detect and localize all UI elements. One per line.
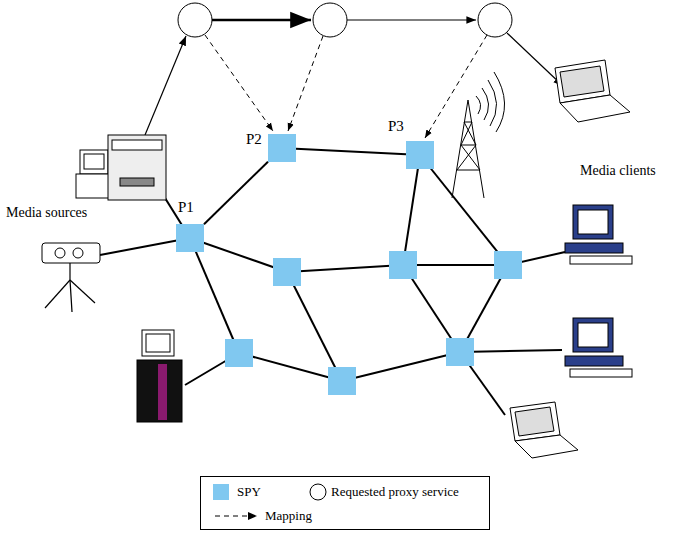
drawing-part [73, 248, 83, 258]
drawing-part [120, 178, 154, 186]
drawing-part [137, 360, 182, 422]
legend-box: SPY Requested proxy serviceMapping [200, 476, 490, 530]
drawing-part [510, 402, 560, 441]
drawing-part [80, 150, 108, 174]
drawing-part [468, 100, 484, 198]
drawing-part [69, 263, 70, 280]
drawing-part [112, 140, 162, 150]
network-link [204, 162, 268, 225]
drawing-part [76, 174, 112, 198]
drawing-part [452, 100, 468, 198]
drawing-part [178, 3, 212, 37]
drawing-part [248, 512, 257, 520]
spy-node: P3 [406, 141, 434, 169]
drawing-part [45, 280, 70, 308]
drawing-part [342, 352, 460, 381]
drawing-part [507, 33, 563, 86]
drawing-part [460, 350, 562, 352]
drawing-part [70, 280, 95, 303]
drawing-part [239, 353, 342, 381]
drawing-part [560, 66, 604, 97]
drawing-part [158, 364, 167, 420]
drawing-part [425, 35, 487, 138]
drawing-part [565, 243, 623, 253]
drawing-part [328, 367, 356, 395]
drawing-part [478, 3, 512, 37]
drawing-part [578, 210, 608, 234]
drawing-part [515, 407, 554, 436]
node-label: P1 [178, 200, 194, 215]
drawing-part [446, 338, 474, 366]
spy-node: P1 [176, 224, 204, 252]
drawing-part [494, 72, 505, 132]
drawing-part [570, 369, 632, 377]
drawing-part [287, 272, 342, 381]
drawing-part [190, 238, 239, 353]
drawing-part [190, 238, 287, 272]
drawing-part [273, 258, 301, 286]
drawing-part [287, 265, 403, 272]
drawing-part [347, 19, 476, 20]
drawing-part [145, 36, 186, 135]
drawing-part [565, 356, 623, 366]
drawing-part [573, 205, 613, 239]
drawing-part [225, 339, 253, 367]
network-link [296, 149, 406, 155]
drawing-part [573, 318, 613, 352]
drawing-part [570, 256, 632, 264]
drawing-part [464, 122, 472, 123]
drawing-part [84, 154, 104, 169]
drawing-part [310, 484, 326, 500]
drawing-part [212, 19, 311, 22]
drawing-part [461, 145, 476, 146]
node-label: P2 [246, 132, 262, 147]
drawing-part [45, 263, 95, 312]
spy-node: P2 [268, 134, 296, 162]
drawing-part [482, 88, 489, 120]
drawing-part [42, 243, 100, 263]
drawing-part [313, 3, 347, 37]
drawing-part [560, 95, 630, 122]
drawing-part [108, 135, 166, 200]
legend-text: Mapping [265, 508, 312, 524]
text-label: Media sources [6, 205, 87, 221]
drawing-part [578, 323, 608, 347]
legend-dashed-arrow [213, 508, 259, 524]
drawing-part [515, 435, 578, 458]
drawing-part [476, 96, 481, 114]
drawing-part [205, 35, 273, 131]
drawing-part [494, 251, 522, 279]
legend-swatch [213, 484, 229, 500]
drawing-part [55, 248, 65, 258]
drawing-part [452, 72, 505, 198]
drawing-part [420, 155, 508, 265]
drawing-part [488, 80, 497, 126]
drawing-part [146, 334, 170, 352]
text-label: Media clients [580, 163, 656, 179]
node-label: P3 [388, 119, 404, 134]
drawing-part [142, 330, 174, 356]
legend-text: SPY [237, 484, 261, 500]
drawing-part [389, 251, 417, 279]
drawing-part [461, 145, 480, 170]
drawing-part [457, 145, 476, 170]
drawing-part [70, 280, 72, 312]
drawing-part [288, 36, 323, 131]
legend-text: Requested proxy service [331, 484, 459, 500]
drawing-part [464, 122, 476, 145]
drawing-part [403, 264, 508, 266]
drawing-part [225, 251, 522, 395]
drawing-part [215, 516, 249, 517]
drawing-part [457, 170, 480, 171]
drawing-part [403, 155, 420, 265]
legend-circle [309, 483, 327, 501]
